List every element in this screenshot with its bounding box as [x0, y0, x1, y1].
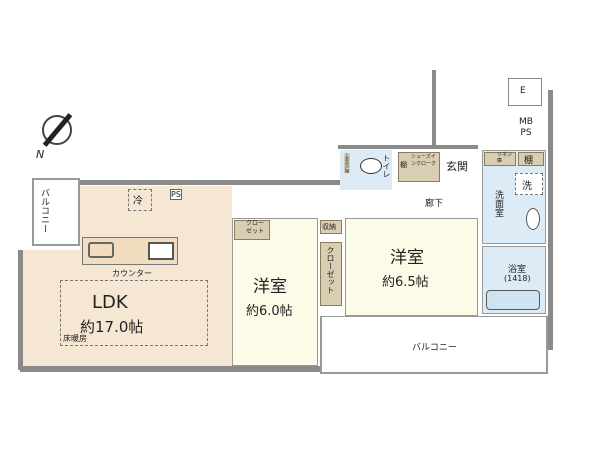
entrance-label: 玄関 [446, 160, 468, 173]
balcony-left-label: バルコニー [39, 188, 49, 233]
closet-2-label: クローゼット [326, 246, 335, 294]
e-space [508, 78, 542, 106]
bath-label: 浴室 [508, 265, 527, 275]
linen-label: リネン庫 [497, 152, 513, 164]
storage [320, 220, 342, 234]
wall-upper [338, 145, 478, 149]
fridge-space [128, 189, 152, 211]
western-1-name: 洋室 [253, 277, 287, 297]
closet-1 [234, 220, 270, 240]
washroom-label: 洗面室 [493, 190, 503, 217]
western-room-2 [345, 218, 478, 316]
toilet-cabinet-label: 上部吊戸棚 [344, 153, 350, 173]
stove-icon [148, 242, 174, 260]
e-label: E [520, 86, 526, 96]
western-room-1 [232, 218, 318, 366]
wall-left [18, 250, 23, 370]
wall-right [548, 90, 553, 350]
ldk-lower [22, 250, 232, 366]
floor-heating-area [60, 280, 208, 346]
western-2-size: 約6.5帖 [382, 275, 429, 290]
balcony-bottom-label: バルコニー [412, 343, 457, 353]
closet-1-label: クローゼット [246, 220, 265, 235]
north-label: N [36, 148, 45, 161]
washbasin-icon [526, 208, 540, 230]
toilet-label: トイレ [382, 154, 391, 178]
bathtub-icon [486, 290, 540, 310]
compass-icon [42, 115, 72, 145]
washer-label: 洗 [522, 181, 532, 192]
sink-icon [88, 242, 114, 258]
shelf-label: 棚 [400, 161, 407, 169]
ldk-size: 約17.0帖 [80, 318, 144, 336]
ps-label: PS [170, 189, 182, 200]
counter-label: カウンター [112, 269, 152, 278]
fridge-label: 冷 [133, 196, 143, 207]
mbps-label: MB PS [519, 117, 533, 138]
wall-entrance [432, 70, 436, 148]
ldk-name: LDK [92, 292, 128, 313]
western-2-name: 洋室 [390, 248, 424, 268]
shoe-closet [398, 152, 440, 182]
hallway-label: 廊下 [425, 199, 444, 209]
storage-label: 収納 [322, 223, 336, 231]
balcony-left [32, 178, 80, 246]
western-1-size: 約6.0帖 [246, 304, 293, 319]
linen-closet [484, 152, 516, 166]
shoe-closet-label: シューズインクローク [411, 154, 437, 167]
bath-size: (1418) [504, 274, 531, 283]
floor-heating-label: 床暖房 [63, 334, 87, 343]
closet-2 [320, 242, 342, 306]
shelf-2 [518, 152, 544, 166]
washer-space [515, 173, 543, 195]
wall-bottom [20, 366, 320, 372]
shelf-2-label: 棚 [524, 156, 534, 166]
kitchen-counter [82, 237, 178, 265]
wall-top [80, 180, 340, 185]
toilet-icon [360, 158, 382, 174]
balcony-bottom [320, 316, 548, 374]
